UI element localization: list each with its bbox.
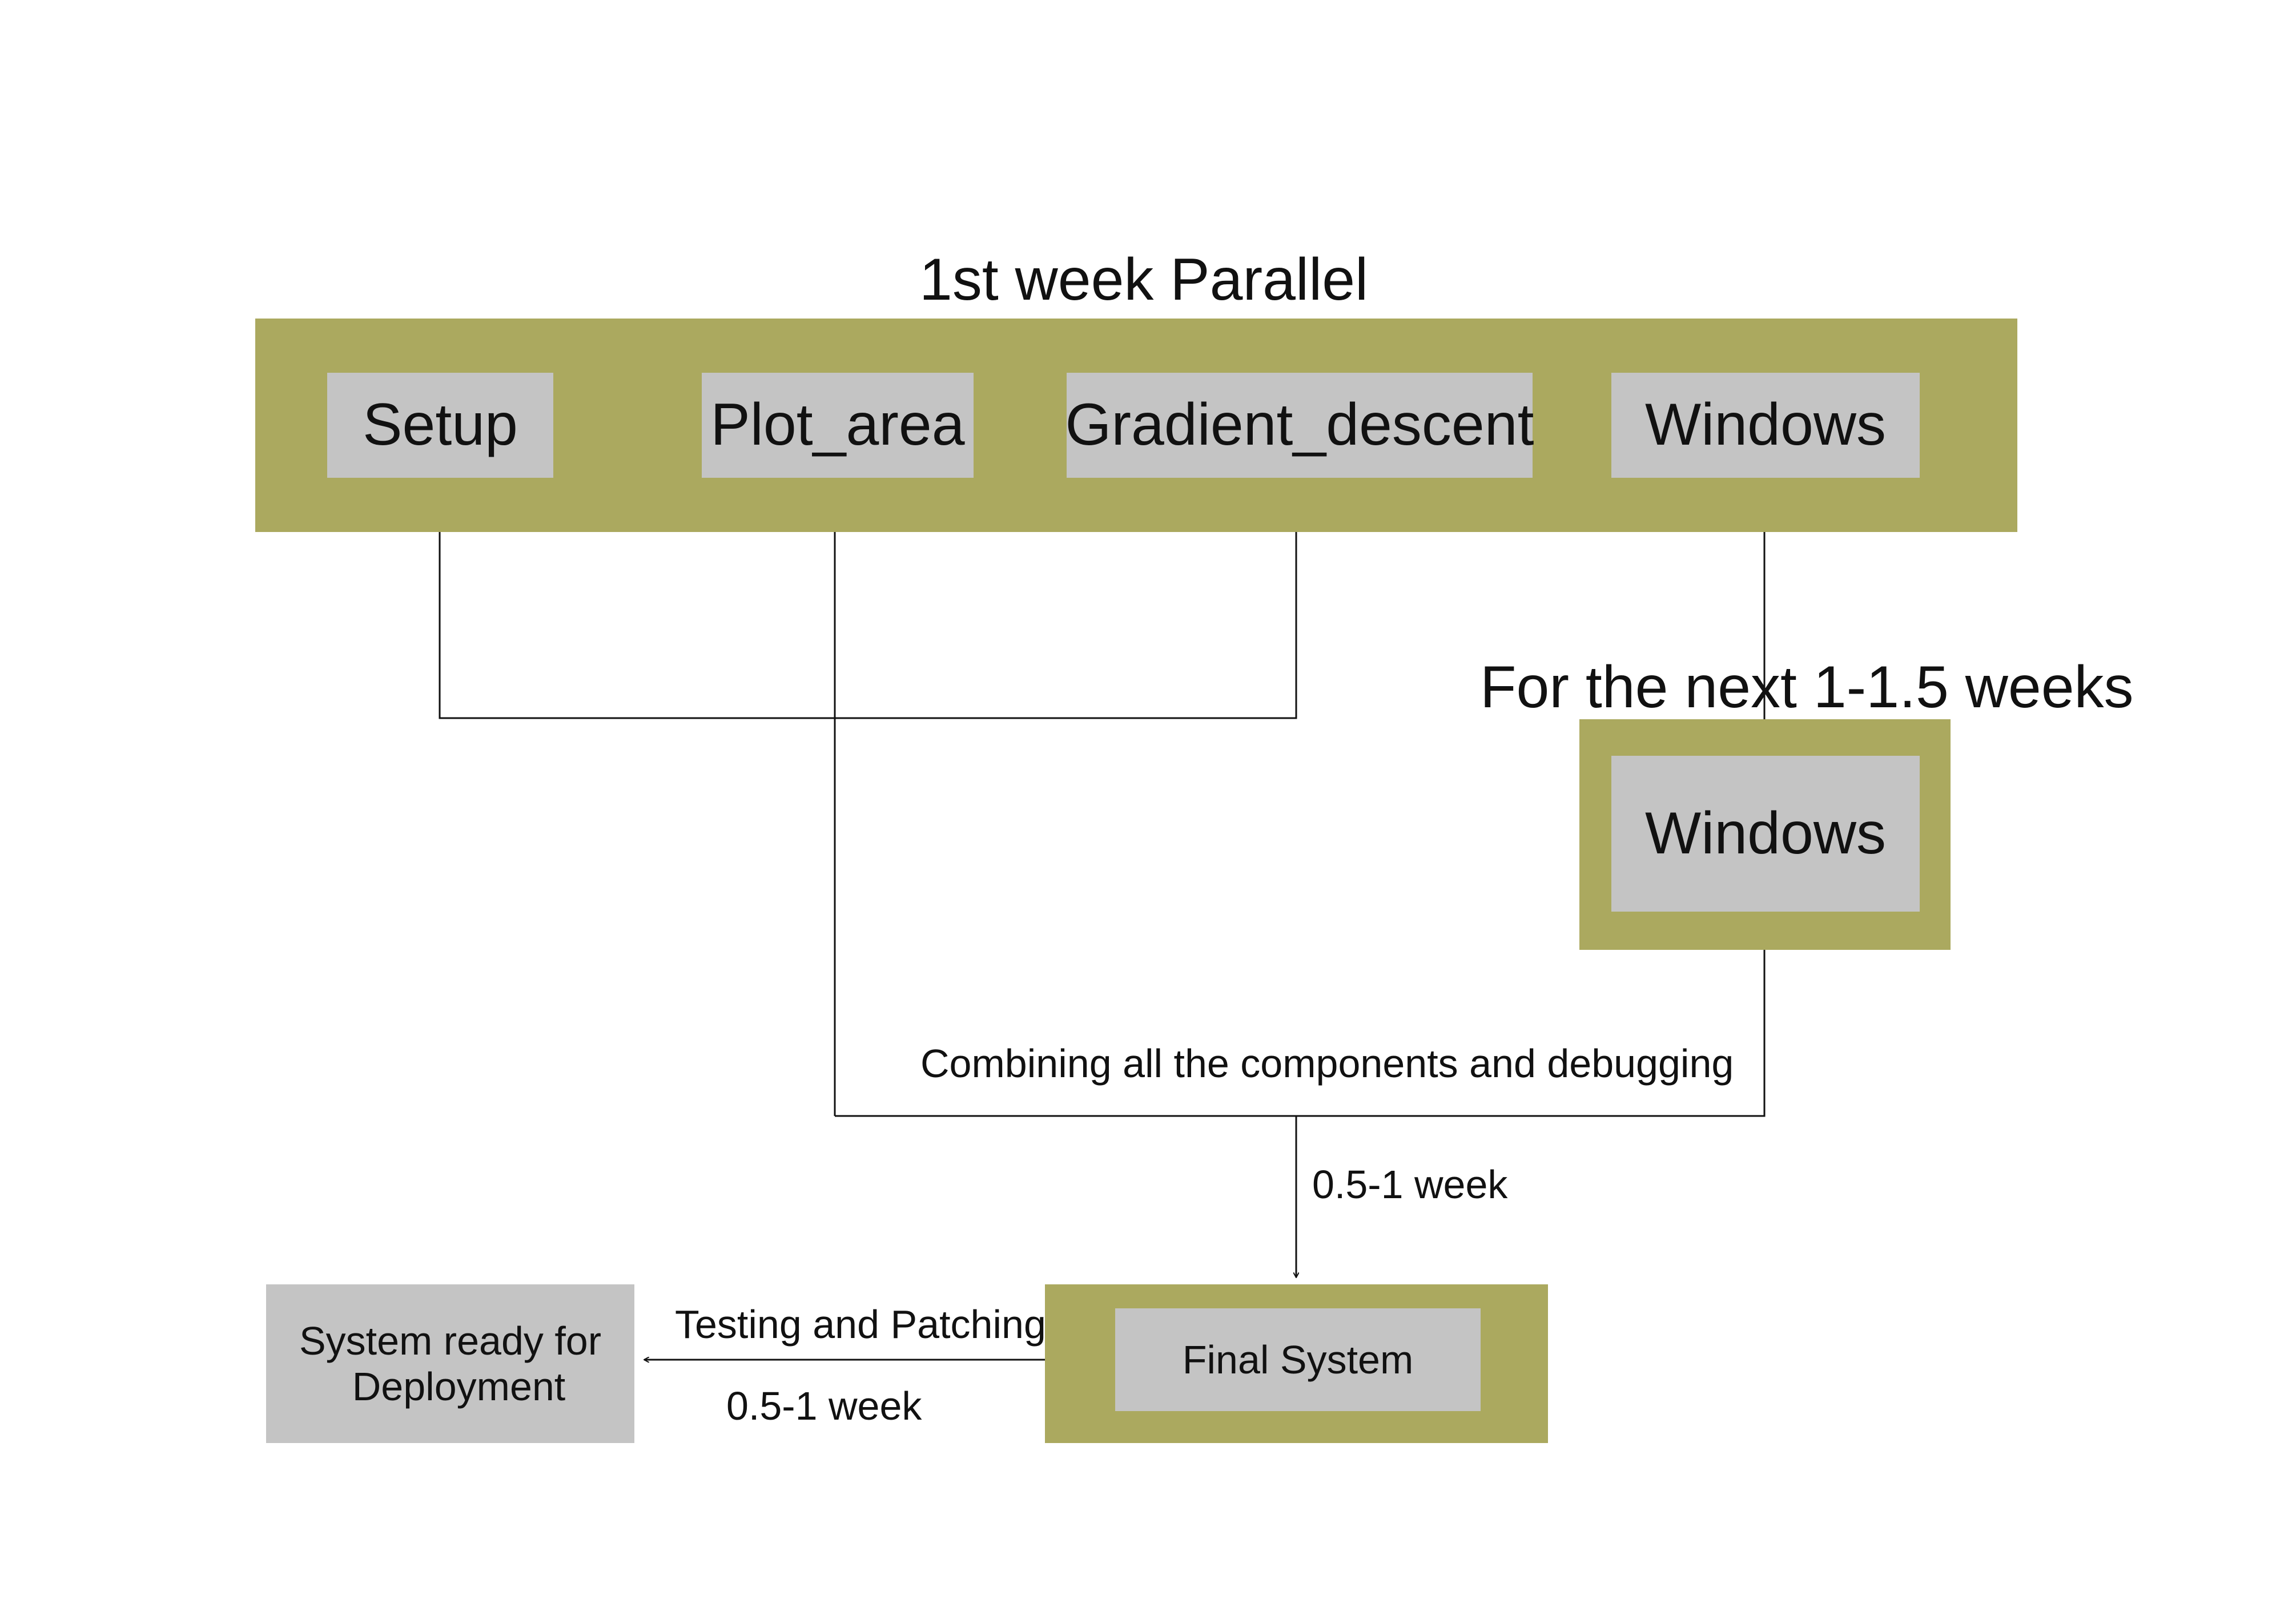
testing-label: Testing and Patching <box>675 1302 1046 1347</box>
connector-setup-gradient <box>439 478 1297 719</box>
connector-windows-combine <box>835 912 1766 1117</box>
final-system-box: Final System <box>1115 1308 1481 1411</box>
combine-duration: 0.5-1 week <box>1312 1162 1508 1207</box>
setup-box: Setup <box>327 373 553 478</box>
windows-box-phase1: Windows <box>1611 373 1920 478</box>
windows-box-phase2: Windows <box>1611 756 1920 912</box>
gradient-descent-box: Gradient_descent <box>1065 373 1534 478</box>
plot-area-box: Plot_area <box>702 373 974 478</box>
phase1-title: 1st week Parallel <box>919 247 1369 313</box>
combine-label: Combining all the components and debuggi… <box>920 1041 1734 1086</box>
deployment-line1: System ready for <box>299 1318 602 1363</box>
phase2-title: For the next 1-1.5 weeks <box>1480 654 2134 720</box>
deployment-line2: Deployment <box>352 1364 566 1409</box>
deployment-box: System ready for Deployment <box>266 1284 634 1443</box>
testing-duration: 0.5-1 week <box>726 1384 922 1428</box>
